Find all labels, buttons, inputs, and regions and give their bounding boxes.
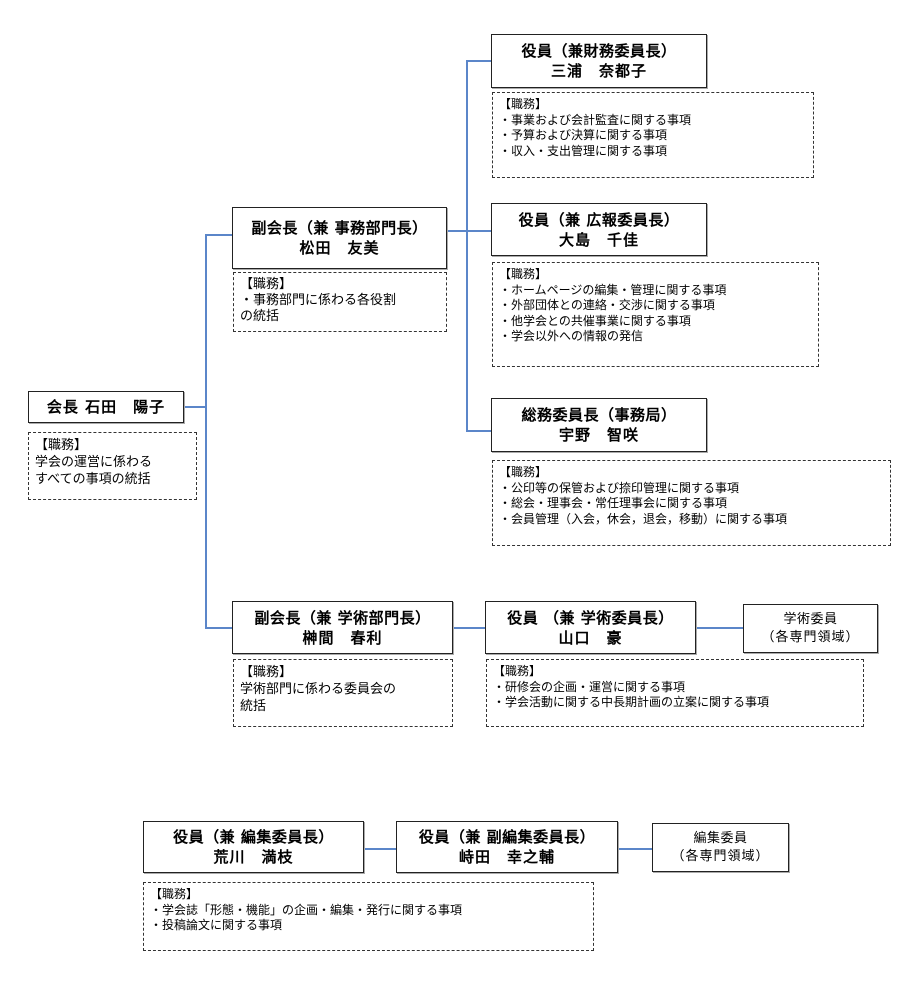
- officer-vice-editor-name: 峙田 幸之輔: [458, 848, 555, 866]
- officer-finance-name: 三浦 奈都子: [550, 62, 647, 80]
- duty-item: ・学会以外への情報の発信: [499, 329, 644, 343]
- officer-academic-box: 役員 （兼 学術委員長） 山口 豪: [485, 601, 696, 654]
- connector-to-vp-academic: [205, 627, 232, 629]
- officer-finance-duties: 【職務】 ・事業および会計監査に関する事項 ・予算および決算に関する事項 ・収入…: [492, 92, 814, 178]
- duty-header: 【職務】: [150, 887, 199, 901]
- duty-header: 【職務】: [240, 665, 293, 680]
- officer-academic-name: 山口 豪: [558, 628, 623, 647]
- connector-vp-admin-branch: [447, 230, 466, 232]
- duty-header: 【職務】: [499, 465, 548, 479]
- officer-academic-duties: 【職務】 ・研修会の企画・運営に関する事項 ・学会活動に関する中長期計画の立案に…: [486, 659, 864, 727]
- connector-president-trunk: [184, 406, 206, 408]
- officer-finance-title: 役員（兼財務委員長）: [521, 42, 677, 60]
- vp-admin-title: 副会長（兼 事務部門長）: [251, 219, 428, 237]
- officer-finance-box: 役員（兼財務委員長） 三浦 奈都子: [491, 34, 707, 88]
- duty-item: の統括: [240, 309, 280, 324]
- duty-item: 学術部門に係わる委員会の: [240, 682, 397, 697]
- officer-vice-editor-box: 役員（兼 副編集委員長） 峙田 幸之輔: [396, 821, 618, 873]
- officer-editor-duties: 【職務】 ・学会誌「形態・機能」の企画・編集・発行に関する事項 ・投稿論文に関す…: [143, 882, 594, 951]
- duty-item: ・投稿論文に関する事項: [150, 918, 283, 932]
- vp-admin-name: 松田 友美: [299, 239, 380, 257]
- duty-item: ・公印等の保管および捺印管理に関する事項: [499, 480, 740, 495]
- general-affairs-duties: 【職務】 ・公印等の保管および捺印管理に関する事項 ・総会・理事会・常任理事会に…: [492, 460, 891, 546]
- academic-members-box: 学術委員 （各専門領域）: [743, 604, 878, 653]
- duty-item: ・予算および決算に関する事項: [499, 128, 668, 142]
- duty-header: 【職務】: [493, 664, 542, 678]
- connector-vp-academic-officer: [453, 627, 485, 629]
- vp-academic-name: 榊間 春利: [302, 628, 383, 647]
- vp-admin-duties: 【職務】 ・事務部門に係わる各役割 の統括: [233, 272, 447, 332]
- connector-to-pr: [466, 230, 491, 232]
- connector-to-vp-admin: [205, 234, 232, 236]
- duty-header: 【職務】: [240, 277, 293, 292]
- connector-academic-members: [696, 627, 743, 629]
- officer-editor-name: 荒川 満枝: [213, 848, 294, 866]
- officer-pr-box: 役員（兼 広報委員長） 大島 千佳: [491, 203, 707, 256]
- duty-header: 【職務】: [499, 97, 548, 111]
- officer-vice-editor-title: 役員（兼 副編集委員長）: [418, 828, 596, 846]
- duty-item: すべての事項の統括: [35, 472, 151, 487]
- connector-to-general-affairs: [466, 430, 491, 432]
- connector-to-finance: [466, 60, 491, 62]
- duty-item: ・事業および会計監査に関する事項: [499, 112, 692, 127]
- duty-item: ・学会誌「形態・機能」の企画・編集・発行に関する事項: [150, 902, 463, 917]
- officer-editor-box: 役員（兼 編集委員長） 荒川 満枝: [143, 821, 364, 873]
- duty-item: ・収入・支出管理に関する事項: [499, 143, 668, 158]
- connector-editorial-members: [618, 848, 652, 850]
- duty-item: ・事務部門に係わる各役割: [240, 293, 397, 308]
- officer-editor-title: 役員（兼 編集委員長）: [173, 828, 334, 846]
- vp-academic-box: 副会長（兼 学術部門長） 榊間 春利: [232, 601, 453, 654]
- editorial-members-title: 編集委員: [693, 830, 748, 846]
- officer-academic-title: 役員 （兼 学術委員長）: [507, 608, 674, 627]
- connector-admin-branch-vertical: [466, 60, 468, 431]
- general-affairs-box: 総務委員長（事務局） 宇野 智咲: [491, 398, 707, 452]
- general-affairs-title: 総務委員長（事務局）: [521, 406, 677, 424]
- president-box: 会長 石田 陽子: [28, 391, 184, 423]
- duty-header: 【職務】: [499, 267, 548, 281]
- connector-editor-vice: [364, 848, 396, 850]
- duty-item: 学会の運営に係わる: [35, 455, 153, 470]
- duty-item: 統括: [240, 699, 267, 714]
- academic-members-subtitle: （各専門領域）: [761, 629, 860, 645]
- general-affairs-name: 宇野 智咲: [558, 426, 639, 444]
- duty-header: 【職務】: [35, 438, 88, 453]
- duty-item: ・ホームページの編集・管理に関する事項: [499, 282, 727, 297]
- president-label: 会長 石田 陽子: [46, 398, 166, 416]
- vp-academic-title: 副会長（兼 学術部門長）: [254, 608, 431, 627]
- duty-item: ・外部団体との連絡・交渉に関する事項: [499, 298, 715, 312]
- duty-item: ・会員管理（入会，休会，退会，移動）に関する事項: [499, 511, 788, 526]
- editorial-members-box: 編集委員 （各専門領域）: [652, 823, 789, 872]
- officer-pr-duties: 【職務】 ・ホームページの編集・管理に関する事項 ・外部団体との連絡・交渉に関す…: [492, 262, 819, 367]
- vp-admin-box: 副会長（兼 事務部門長） 松田 友美: [232, 207, 447, 269]
- president-duties: 【職務】 学会の運営に係わる すべての事項の統括: [28, 432, 197, 500]
- officer-pr-title: 役員（兼 広報委員長）: [518, 210, 680, 229]
- connector-trunk-vertical: [205, 234, 207, 628]
- duty-item: ・研修会の企画・運営に関する事項: [493, 679, 686, 694]
- officer-pr-name: 大島 千佳: [558, 230, 639, 249]
- academic-members-title: 学術委員: [783, 611, 838, 627]
- vp-academic-duties: 【職務】 学術部門に係わる委員会の 統括: [233, 659, 453, 727]
- duty-item: ・他学会との共催事業に関する事項: [499, 313, 691, 328]
- duty-item: ・総会・理事会・常任理事会に関する事項: [499, 496, 728, 510]
- editorial-members-subtitle: （各専門領域）: [671, 848, 770, 864]
- duty-item: ・学会活動に関する中長期計画の立案に関する事項: [493, 695, 770, 709]
